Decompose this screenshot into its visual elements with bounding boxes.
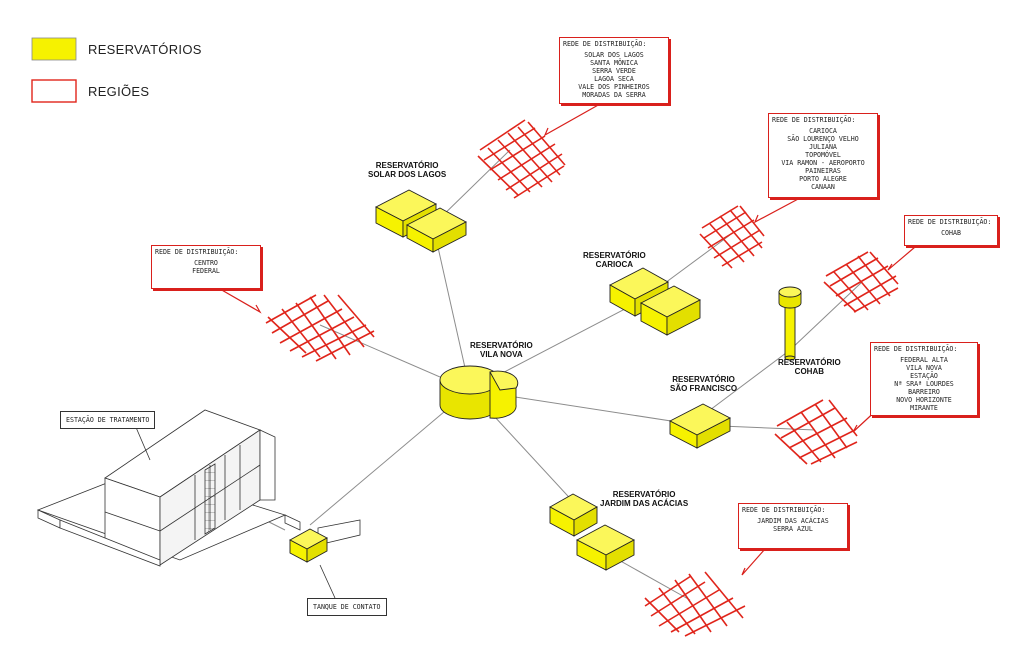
reservoir-jardim-das-acacias (549, 493, 635, 571)
callout-line: SOLAR DOS LAGOS (584, 51, 644, 59)
callout-line: FEDERAL (192, 267, 220, 275)
callout-line: CARIOCA (809, 127, 837, 135)
reservoir-cohab (778, 286, 802, 361)
region-grid (265, 294, 375, 362)
contact-tank (289, 528, 328, 563)
region-grid (644, 571, 746, 637)
callout-title: REDE DE DISTRIBUIÇÃO: (742, 506, 826, 514)
reservoir-label-line: RESERVATÓRIO (672, 375, 735, 384)
callout-title: REDE DE DISTRIBUIÇÃO: (772, 116, 856, 124)
reservoir-label-carioca: RESERVATÓRIO CARIOCA (583, 251, 646, 269)
callout-line: TOPOMÓVEL (805, 151, 841, 159)
legend-region-swatch (31, 79, 77, 103)
callout-line: CENTRO (194, 259, 218, 267)
callout-line: LAGOA SECA (594, 75, 634, 83)
callout-cohab: REDE DE DISTRIBUIÇÃO: COHAB (904, 215, 998, 246)
reservoir-label-cohab: RESERVATÓRIO COHAB (778, 358, 841, 376)
callout-line: Nª SRAª LOURDES (894, 380, 954, 388)
callout-line: CANAAN (811, 183, 835, 191)
region-cohab (823, 251, 899, 313)
reservoir-sao-francisco (669, 403, 731, 449)
reservoir-label-line: RESERVATÓRIO (375, 161, 439, 170)
callout-line: PAINEIRAS (805, 167, 841, 175)
reservoir-solar-dos-lagos (375, 189, 467, 253)
callout-line: VALE DOS PINHEIROS (578, 83, 650, 91)
legend-reservoir-swatch (31, 37, 77, 61)
region-solar-dos-lagos (477, 119, 566, 199)
reservoir-vila-nova (439, 365, 519, 420)
reservoir-label-line: RESERVATÓRIO (583, 251, 646, 260)
callout-line: COHAB (941, 229, 961, 237)
reservoir-label-vila-nova: RESERVATÓRIO VILA NOVA (470, 341, 533, 359)
region-carioca (699, 205, 765, 269)
callout-line: ESTAÇÃO (910, 372, 938, 380)
callout-jardim: REDE DE DISTRIBUIÇÃO: JARDIM DAS ACÁCIAS… (738, 503, 848, 549)
callout-line: JARDIM DAS ACÁCIAS (757, 517, 829, 525)
callout-line: BARREIRO (908, 388, 940, 396)
callout-line: MIRANTE (910, 404, 938, 412)
callout-line: JULIANA (809, 143, 837, 151)
callout-line: PORTO ALEGRE (799, 175, 847, 183)
reservoir-label-line: SÃO FRANCISCO (670, 384, 738, 393)
reservoir-label-solar: RESERVATÓRIO SOLAR DOS LAGOS (368, 161, 446, 179)
reservoir-label-line: RESERVATÓRIO (612, 490, 676, 499)
callout-carioca: REDE DE DISTRIBUIÇÃO: CARIOCA SÃO LOUREN… (768, 113, 878, 198)
reservoir-label-line: SOLAR DOS LAGOS (368, 170, 447, 179)
callout-line: SERRA AZUL (773, 525, 813, 533)
treatment-station-building (36, 409, 361, 567)
region-vila-nova (774, 399, 858, 465)
callout-vila-nova: REDE DE DISTRIBUIÇÃO: FEDERAL ALTA VILA … (870, 342, 978, 416)
reservoir-label-line: COHAB (794, 367, 825, 376)
callout-line: SANTA MÔNICA (590, 59, 638, 67)
callout-title: REDE DE DISTRIBUIÇÃO: (563, 40, 647, 48)
reservoir-label-line: VILA NOVA (480, 350, 523, 359)
reservoir-label-line: RESERVATÓRIO (778, 358, 841, 367)
reservoir-carioca (609, 267, 701, 336)
callout-line: MORADAS DA SERRA (582, 91, 646, 99)
callout-title: REDE DE DISTRIBUIÇÃO: (908, 218, 992, 226)
region-grid (477, 119, 566, 199)
contact-tank-label: TANQUE DE CONTATO (307, 598, 387, 616)
callout-line: VIA RAMON - AEROPORTO (781, 159, 865, 167)
callout-solar-dos-lagos: REDE DE DISTRIBUIÇÃO: SOLAR DOS LAGOS SA… (559, 37, 669, 104)
callout-title: REDE DE DISTRIBUIÇÃO: (874, 345, 958, 353)
callout-line: SÃO LOURENÇO VELHO (787, 135, 859, 143)
reservoir-label-sao-francisco: RESERVATÓRIO SÃO FRANCISCO (670, 375, 737, 393)
callout-line: VILA NOVA (906, 364, 942, 372)
reservoir-label-line: CARIOCA (595, 260, 634, 269)
legend-regions-label: REGIÕES (88, 84, 150, 99)
callout-line: FEDERAL ALTA (900, 356, 948, 364)
region-jardim (644, 571, 746, 637)
callout-title: REDE DE DISTRIBUIÇÃO: (155, 248, 239, 256)
legend-reservoirs-label: RESERVATÓRIOS (88, 42, 202, 57)
region-grid (823, 251, 899, 313)
treatment-station-label: ESTAÇÃO DE TRATAMENTO (60, 411, 156, 429)
region-centro (265, 294, 375, 362)
reservoir-label-jardim: RESERVATÓRIO JARDIM DAS ACÁCIAS (600, 490, 688, 508)
callout-centro: REDE DE DISTRIBUIÇÃO: CENTRO FEDERAL (151, 245, 261, 289)
facility-leaders (134, 424, 336, 599)
callout-line: SERRA VERDE (592, 67, 636, 75)
callout-line: NOVO HORIZONTE (896, 396, 952, 404)
region-grid (699, 205, 765, 269)
reservoir-label-line: RESERVATÓRIO (470, 341, 533, 350)
region-grid (774, 399, 858, 465)
reservoir-label-line: JARDIM DAS ACÁCIAS (600, 499, 689, 508)
